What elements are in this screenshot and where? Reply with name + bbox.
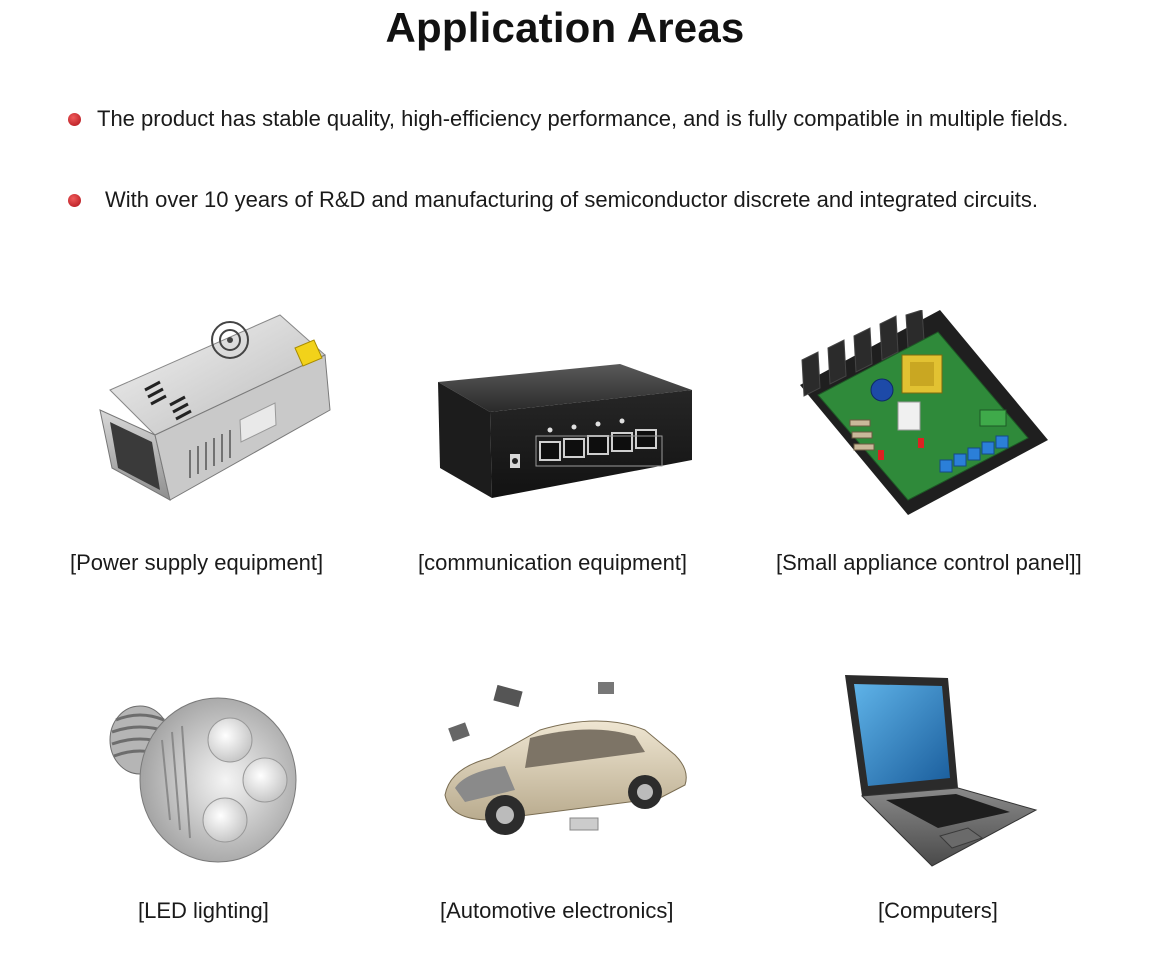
application-caption: [communication equipment] xyxy=(418,550,688,575)
bullet-text: The product has stable quality, high-eff… xyxy=(97,106,1069,131)
page-title: Application Areas xyxy=(385,4,745,51)
application-card-computers xyxy=(840,670,1140,910)
led-bulb-icon xyxy=(109,697,297,863)
bullet-item: The product has stable quality, high-eff… xyxy=(60,106,1068,132)
application-caption: [Power supply equipment] xyxy=(70,550,324,575)
application-card-automotive xyxy=(430,680,730,920)
car-icon xyxy=(444,682,687,835)
bullet-dot-icon xyxy=(68,193,81,207)
bullet-text: With over 10 years of R&D and manufactur… xyxy=(105,187,1039,212)
application-caption: [Computers] xyxy=(878,898,998,923)
bullet-item: With over 10 years of R&D and manufactur… xyxy=(60,187,1038,213)
bullet-dot-icon xyxy=(68,112,81,126)
application-caption: [LED lighting] xyxy=(138,898,269,923)
application-card-power-supply xyxy=(90,300,390,540)
application-card-control-panel xyxy=(790,310,1090,550)
application-card-communication xyxy=(430,350,730,590)
application-card-led-lighting xyxy=(100,680,400,920)
application-caption: [Small appliance control panel]] xyxy=(776,550,1082,575)
application-caption: [Automotive electronics] xyxy=(440,898,674,923)
power-supply-icon xyxy=(99,314,331,501)
network-switch-icon xyxy=(438,364,692,498)
control-board-icon xyxy=(800,310,1048,515)
laptop-icon xyxy=(845,675,1038,867)
